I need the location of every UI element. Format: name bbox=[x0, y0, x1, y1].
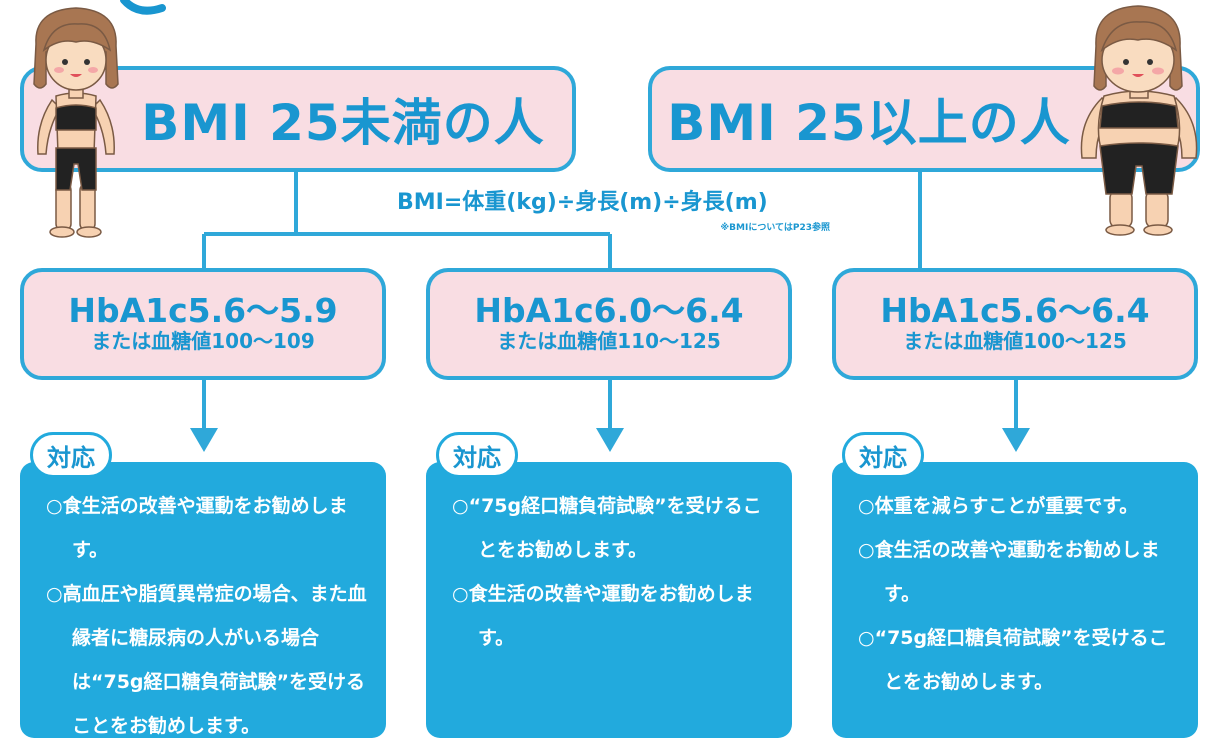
action-item: ○食生活の改善や運動をお勧めします。 bbox=[46, 495, 348, 561]
glucose-range-2: または血糖値110〜125 bbox=[497, 329, 721, 354]
hba1c-box-3: HbA1c5.6〜6.4 または血糖値100〜125 bbox=[832, 268, 1198, 380]
arrow-head-3 bbox=[1002, 428, 1030, 452]
action-item: ○食生活の改善や運動をお勧めします。 bbox=[452, 583, 754, 649]
response-badge-3: 対応 bbox=[842, 432, 924, 478]
glucose-range-1: または血糖値100〜109 bbox=[91, 329, 315, 354]
hba1c-range-1: HbA1c5.6〜5.9 bbox=[68, 290, 338, 330]
action-box-3: ○体重を減らすことが重要です。 ○食生活の改善や運動をお勧めします。 ○“75g… bbox=[832, 462, 1198, 738]
action-item: ○高血圧や脂質異常症の場合、また血縁者に糖尿病の人がいる場合は“75g経口糖負荷… bbox=[46, 583, 367, 737]
action-item: ○“75g経口糖負荷試験”を受けることをお勧めします。 bbox=[452, 495, 762, 561]
bmi-footnote: ※BMIについてはP23参照 bbox=[720, 223, 830, 233]
bmi-over-25-title: BMI 25以上の人 bbox=[667, 94, 1071, 152]
connector-left bbox=[202, 170, 612, 270]
action-box-2: ○“75g経口糖負荷試験”を受けることをお勧めします。 ○食生活の改善や運動をお… bbox=[426, 462, 792, 738]
bmi-under-25-title: BMI 25未満の人 bbox=[141, 94, 545, 152]
action-item: ○体重を減らすことが重要です。 bbox=[858, 495, 1139, 517]
hba1c-box-1: HbA1c5.6〜5.9 または血糖値100〜109 bbox=[20, 268, 386, 380]
glucose-range-3: または血糖値100〜125 bbox=[903, 329, 1127, 354]
action-item: ○“75g経口糖負荷試験”を受けることをお勧めします。 bbox=[858, 627, 1168, 693]
action-box-1: ○食生活の改善や運動をお勧めします。 ○高血圧や脂質異常症の場合、また血縁者に糖… bbox=[20, 462, 386, 738]
hba1c-box-2: HbA1c6.0〜6.4 または血糖値110〜125 bbox=[426, 268, 792, 380]
bmi-formula: BMI=体重(kg)÷身長(m)÷身長(m) bbox=[397, 190, 768, 215]
hba1c-range-3: HbA1c5.6〜6.4 bbox=[880, 290, 1150, 330]
action-item: ○食生活の改善や運動をお勧めします。 bbox=[858, 539, 1160, 605]
heavier-woman-illustration bbox=[1080, 5, 1198, 236]
slim-woman-illustration bbox=[33, 7, 119, 238]
arrow-head-2 bbox=[596, 428, 624, 452]
hba1c-range-2: HbA1c6.0〜6.4 bbox=[474, 290, 744, 330]
decorative-arc bbox=[120, 0, 166, 15]
arrow-head-1 bbox=[190, 428, 218, 452]
response-badge-2: 対応 bbox=[436, 432, 518, 478]
response-badge-1: 対応 bbox=[30, 432, 112, 478]
